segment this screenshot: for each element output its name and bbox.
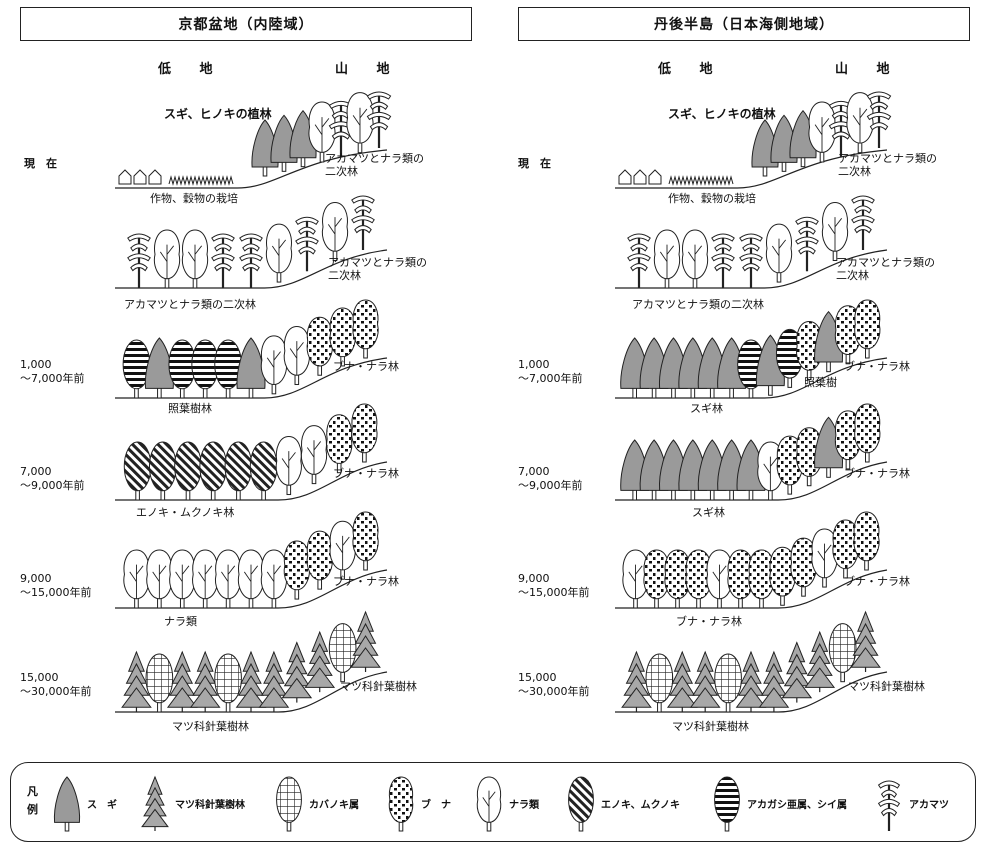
right-period-4: 9,000 〜15,000年前 (518, 572, 590, 599)
right-r3-bottom-label: スギ林 (690, 402, 723, 415)
legend-label: マツ科針葉樹林 (175, 799, 245, 811)
right-r6-right-label: マツ科針葉樹林 (848, 680, 925, 693)
pine-icon (141, 775, 169, 831)
left-r4-bottom-label: エノキ・ムクノキ林 (136, 506, 235, 519)
left-r1-bottom-label: 作物、穀物の栽培 (150, 192, 238, 205)
right-period-3: 7,000 〜9,000年前 (518, 465, 583, 492)
red-pine-icon (877, 780, 901, 831)
legend-item-nara: ナラ類 (473, 771, 539, 835)
left-period-now: 現 在 (24, 157, 57, 170)
right-period-now: 現 在 (518, 157, 551, 170)
legend-label: ナラ類 (509, 799, 539, 811)
legend-item-kaba: カバノキ属 (273, 771, 359, 835)
legend-label: ブ ナ (421, 799, 451, 811)
left-r5-bottom-label: ナラ類 (164, 615, 197, 628)
right-r2-right-label: アカマツとナラ類の 二次林 (836, 256, 935, 282)
oak-icon (476, 776, 502, 832)
right-r1-top-label: スギ、ヒノキの植林 (668, 107, 776, 121)
right-r4-bottom-label: スギ林 (692, 506, 725, 519)
legend-label: アカガシ亜属、シイ属 (747, 799, 847, 811)
left-r2-right-label: アカマツとナラ類の 二次林 (328, 256, 427, 282)
left-r1-right-label: アカマツとナラ類の 二次林 (325, 152, 424, 178)
left-r4-right-label: ブナ・ナラ林 (333, 467, 399, 480)
legend-item-akagashi: アカガシ亜属、シイ属 (711, 771, 847, 835)
right-r3-mid-label: 照葉樹 (804, 376, 837, 389)
left-r2-bottom-label: アカマツとナラ類の二次林 (124, 298, 256, 311)
left-period-2: 1,000 〜7,000年前 (20, 358, 85, 385)
left-r1-top-label: スギ、ヒノキの植林 (164, 107, 272, 121)
legend-label: エノキ、ムクノキ (601, 799, 680, 811)
left-panel-title: 京都盆地（内陸域） (20, 7, 472, 41)
left-period-5: 15,000 〜30,000年前 (20, 671, 92, 698)
legend-label: カバノキ属 (309, 799, 359, 811)
right-r1-bottom-label: 作物、穀物の栽培 (668, 192, 756, 205)
right-r5-right-label: ブナ・ナラ林 (844, 575, 910, 588)
legend-label: アカマツ (909, 799, 949, 811)
legend-item-buna: ブ ナ (385, 771, 451, 835)
left-mountain-header: 山 地 (335, 62, 402, 77)
legend: 凡 例 ス ギ マツ科針葉樹林 (10, 762, 976, 842)
legend-label: ス ギ (87, 799, 117, 811)
left-r5-right-label: ブナ・ナラ林 (333, 575, 399, 588)
right-r3-right-label: ブナ・ナラ林 (844, 360, 910, 373)
beech-icon (388, 776, 414, 832)
right-r6-bottom-label: マツ科針葉樹林 (672, 720, 749, 733)
sugi-icon (53, 776, 81, 832)
right-r5-bottom-label: ブナ・ナラ林 (676, 615, 742, 628)
right-r1-right-label: アカマツとナラ類の 二次林 (838, 152, 937, 178)
right-period-5: 15,000 〜30,000年前 (518, 671, 590, 698)
legend-title: 凡 例 (27, 785, 38, 816)
left-r6-bottom-label: マツ科針葉樹林 (172, 720, 249, 733)
legend-item-sugi: ス ギ (51, 771, 117, 835)
right-period-2: 1,000 〜7,000年前 (518, 358, 583, 385)
legend-item-pine: マツ科針葉樹林 (139, 771, 245, 835)
right-panel-title: 丹後半島（日本海側地域） (518, 7, 970, 41)
right-r4-right-label: ブナ・ナラ林 (844, 467, 910, 480)
birch-icon (276, 776, 302, 832)
right-r2-bottom-label: アカマツとナラ類の二次林 (632, 298, 764, 311)
evergreen-oak-icon (714, 776, 740, 832)
legend-item-akamatsu: アカマツ (873, 771, 949, 835)
left-r3-bottom-label: 照葉樹林 (168, 402, 212, 415)
left-period-4: 9,000 〜15,000年前 (20, 572, 92, 599)
right-mountain-header: 山 地 (835, 62, 902, 77)
left-r3-right-label: ブナ・ナラ林 (333, 360, 399, 373)
hackberry-icon (568, 776, 594, 832)
vegetation-scenes (115, 91, 892, 713)
right-low-header: 低 地 (658, 62, 725, 77)
left-period-3: 7,000 〜9,000年前 (20, 465, 85, 492)
left-r6-right-label: マツ科針葉樹林 (340, 680, 417, 693)
legend-item-enoki: エノキ、ムクノキ (565, 771, 680, 835)
left-low-header: 低 地 (158, 62, 225, 77)
